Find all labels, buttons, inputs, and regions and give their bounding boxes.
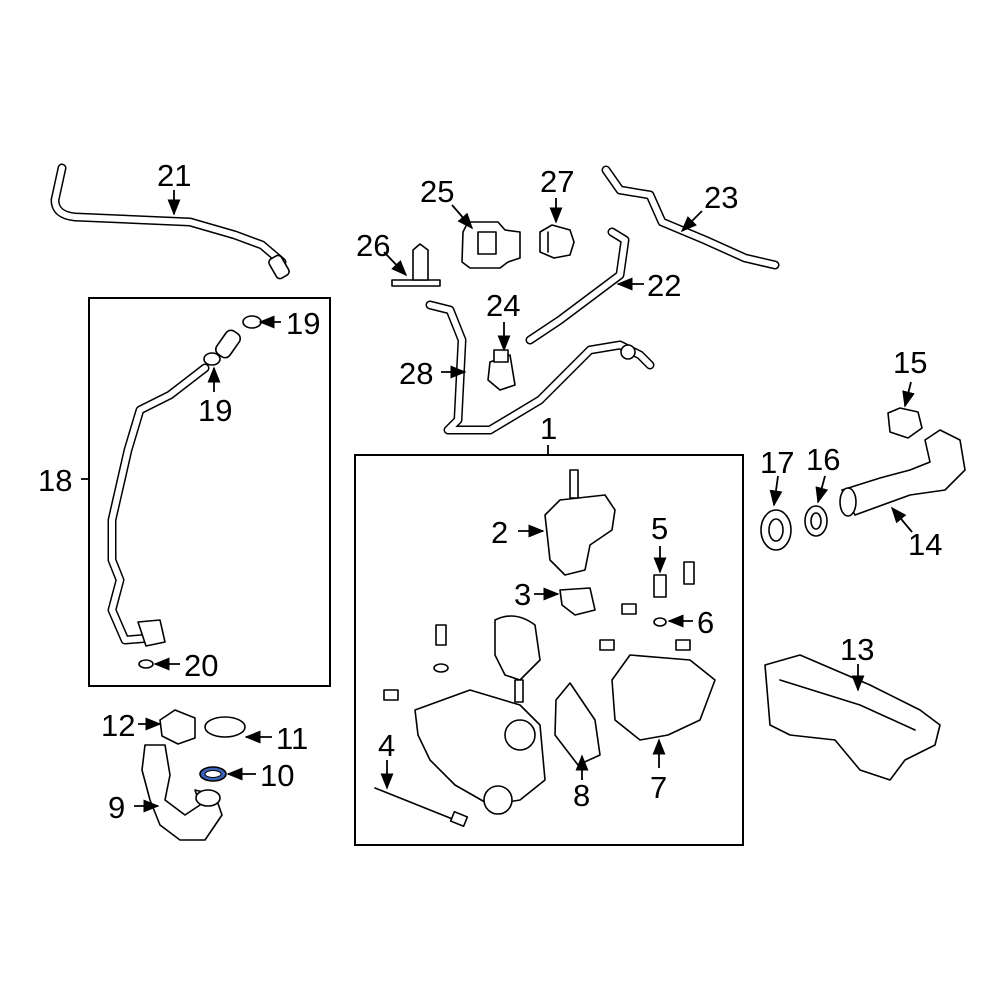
callout-10: 10	[260, 758, 294, 793]
callout-18: 18	[38, 463, 72, 498]
callout-24: 24	[486, 288, 520, 323]
part-4-rod[interactable]	[374, 787, 469, 828]
part-9-pipe[interactable]	[141, 744, 223, 841]
part-8-bracket[interactable]	[554, 682, 601, 766]
part-16-clamp[interactable]	[804, 505, 828, 537]
leader-lines	[81, 190, 915, 813]
callout-15: 15	[893, 345, 927, 380]
part-13-manifold[interactable]	[764, 654, 941, 781]
part-6-bolts[interactable]	[599, 603, 691, 651]
part-5-sensor[interactable]	[653, 561, 695, 598]
part-7-bracket[interactable]	[611, 654, 716, 741]
callout-20: 20	[184, 648, 218, 683]
callout-9: 9	[108, 790, 125, 825]
callout-4: 4	[378, 728, 395, 763]
callout-11: 11	[276, 721, 308, 756]
part-27-connector[interactable]	[539, 224, 575, 259]
part-15-gasket[interactable]	[887, 407, 923, 439]
part-26-clip[interactable]	[391, 243, 441, 287]
part-22-line[interactable]	[525, 227, 630, 345]
callout-2: 2	[491, 515, 508, 550]
part-10-seal-inner	[204, 770, 222, 778]
callout-25: 25	[420, 174, 454, 209]
part-23-line[interactable]	[601, 165, 780, 270]
callout-19-lower: 19	[198, 393, 232, 428]
part-21-hose[interactable]	[50, 163, 291, 280]
group-frame-1	[354, 454, 744, 846]
part-17-clamp[interactable]	[760, 509, 792, 551]
callout-13: 13	[840, 632, 874, 667]
callout-12: 12	[101, 708, 135, 743]
callout-8: 8	[573, 778, 590, 813]
part-28-line[interactable]	[425, 300, 655, 435]
part-18-pipe[interactable]	[107, 363, 210, 647]
callout-14: 14	[908, 527, 942, 562]
group-frame-18	[88, 297, 331, 687]
callout-23: 23	[704, 180, 738, 215]
part-1-cooler[interactable]	[383, 615, 546, 815]
callout-16: 16	[806, 442, 840, 477]
callout-6: 6	[697, 605, 714, 640]
part-25-valve[interactable]	[461, 221, 521, 269]
callout-5: 5	[651, 511, 668, 546]
part-19-hose[interactable]	[203, 315, 262, 366]
callout-19-upper: 19	[286, 306, 320, 341]
callout-27: 27	[540, 164, 574, 199]
part-11-clamp[interactable]	[204, 716, 246, 738]
part-12-gasket[interactable]	[159, 709, 196, 745]
callout-labels: 21 25 27 26 23 22 24 28 19 19 18 20 1 2 …	[38, 158, 942, 825]
callout-26: 26	[356, 228, 390, 263]
part-20-washer[interactable]	[138, 659, 154, 669]
callout-21: 21	[157, 158, 191, 193]
callout-28: 28	[399, 356, 433, 391]
part-3-gasket[interactable]	[559, 587, 596, 616]
part-2-actuator[interactable]	[544, 469, 616, 576]
callout-22: 22	[647, 268, 681, 303]
callout-3: 3	[514, 577, 531, 612]
callout-17: 17	[760, 445, 794, 480]
part-24-solenoid[interactable]	[487, 349, 516, 391]
callout-7: 7	[650, 770, 667, 805]
part-14-hose[interactable]	[839, 429, 966, 517]
callout-1: 1	[540, 411, 557, 446]
